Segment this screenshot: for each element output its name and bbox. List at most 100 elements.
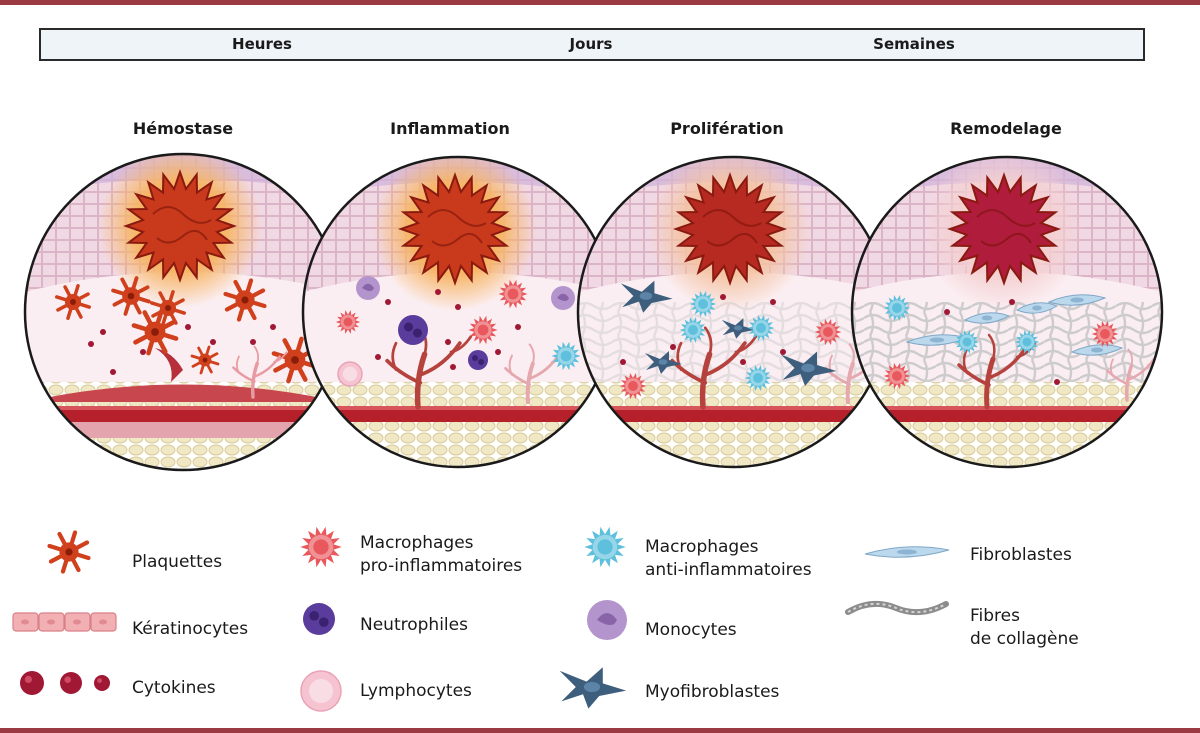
- anti-inflammatory-macrophage: [744, 364, 772, 392]
- cytokine-dot: [60, 672, 82, 694]
- anti-inflammatory-macrophage: [679, 316, 707, 344]
- capillary-branch: [232, 345, 288, 399]
- cytokine-dot: [110, 369, 116, 375]
- stage-title-remodelage: Remodelage: [950, 119, 1062, 138]
- cytokine-dot: [100, 329, 106, 335]
- myofibroblast-cell: [645, 351, 682, 374]
- legend-label-lymphocytes: Lymphocytes: [360, 681, 472, 701]
- stage-title-proliferation: Prolifération: [670, 119, 784, 138]
- cytokine-dot: [720, 294, 726, 300]
- stage-panel-4: [852, 157, 1162, 467]
- lymphocyte-cell: [337, 361, 363, 387]
- cytokine-dot: [445, 339, 451, 345]
- cytokine-dot: [670, 344, 676, 350]
- timeline-label-jours: Jours: [569, 35, 613, 53]
- clot-texture: [427, 209, 487, 247]
- fibroblast-icon: [864, 546, 950, 558]
- cytokines-icon: [20, 671, 110, 695]
- myofibroblast-cell: [620, 280, 673, 313]
- myofibroblast-icon: [559, 667, 627, 709]
- collagen-network: [578, 302, 888, 382]
- wound-clot: [672, 171, 788, 287]
- stage-panel-3: [578, 157, 888, 467]
- bottom-accent-rule: [0, 728, 1200, 733]
- pro-inflammatory-macrophage: [814, 318, 842, 346]
- lymphocyte-icon: [300, 670, 342, 712]
- anti-inflammatory-macrophage: [1014, 330, 1040, 354]
- anti-inflammatory-macrophage-icon: [584, 526, 626, 568]
- pro-inflammatory-macrophage: [883, 362, 911, 390]
- platelet-cell: [47, 530, 91, 574]
- timeline-bar: Heures Jours Semaines: [39, 28, 1145, 61]
- myofibroblast-cell: [559, 667, 627, 709]
- capillary-branch: [957, 333, 1037, 410]
- platelet-cell: [223, 278, 267, 322]
- wound-clot: [397, 171, 513, 287]
- platelet-cell: [55, 284, 91, 320]
- legend-label-macrophages-pro: Macrophages pro-inflammatoires: [360, 533, 523, 576]
- stage-panel-1: [25, 154, 341, 470]
- anti-inflammatory-macrophage: [747, 314, 775, 342]
- pro-inflammatory-macrophage: [300, 526, 342, 568]
- cytokine-dot: [385, 299, 391, 305]
- cytokine-dot: [210, 339, 216, 345]
- adipose-layer: [852, 382, 1162, 467]
- collagen-fiber-icon: [845, 600, 949, 616]
- clot-texture: [976, 209, 1036, 247]
- legend-label-fibres-collagene: Fibres de collagène: [970, 606, 1079, 649]
- pro-inflammatory-macrophage: [335, 310, 361, 334]
- stage-circle-outline: [850, 155, 1164, 469]
- timeline-label-heures: Heures: [232, 35, 292, 53]
- legend-label-plaquettes: Plaquettes: [132, 552, 223, 572]
- cytokine-dot: [1009, 299, 1015, 305]
- pro-inflammatory-macrophage-icon: [300, 526, 342, 568]
- cytokine-dot: [740, 359, 746, 365]
- platelet-cell: [111, 276, 151, 316]
- cytokine-dot: [495, 349, 501, 355]
- monocyte-cell: [551, 286, 575, 310]
- cytokine-dot: [780, 349, 786, 355]
- cytokine-dot: [140, 349, 146, 355]
- myofibroblast-cell: [781, 351, 837, 386]
- cytokine-dot: [620, 359, 626, 365]
- fibroblast-cell: [963, 312, 1011, 324]
- pro-inflammatory-macrophage: [619, 372, 647, 400]
- cytokine-dot: [88, 341, 94, 347]
- cytokine-dot: [450, 364, 456, 370]
- clot-texture: [152, 206, 212, 244]
- timeline-label-semaines: Semaines: [873, 35, 955, 53]
- fibroblast-cell: [864, 546, 950, 558]
- legend-label-monocytes: Monocytes: [645, 620, 737, 640]
- vessel-wall: [25, 422, 341, 438]
- wound-clot: [122, 168, 238, 284]
- legend-label-neutrophiles: Neutrophiles: [360, 615, 468, 635]
- legend-label-cytokines: Cytokines: [132, 678, 216, 698]
- anti-inflammatory-macrophage: [883, 294, 911, 322]
- cytokine-dot: [455, 304, 461, 310]
- pro-inflammatory-macrophage: [498, 279, 528, 309]
- blood-leak: [155, 348, 183, 382]
- anti-inflammatory-macrophage: [689, 290, 717, 318]
- clot-mound: [25, 384, 341, 402]
- cytokine-dot: [94, 675, 110, 691]
- anti-inflammatory-macrophage: [954, 330, 980, 354]
- keratinocytes-icon: [12, 612, 117, 632]
- wound-clot: [946, 171, 1062, 287]
- cytokine-dot: [185, 324, 191, 330]
- monocyte-icon: [587, 600, 627, 640]
- fibroblast-cell: [1070, 344, 1124, 356]
- cytokine-dot: [20, 671, 44, 695]
- stage-title-inflammation: Inflammation: [390, 119, 510, 138]
- lymphocyte-cell: [300, 670, 342, 712]
- legend-label-macrophages-anti: Macrophages anti-inflammatoires: [645, 537, 812, 580]
- neutrophil-cell: [468, 350, 488, 370]
- fibroblast-cell: [1047, 294, 1107, 306]
- top-accent-rule: [0, 0, 1200, 5]
- adipose-layer: [303, 382, 613, 467]
- legend-label-fibroblastes: Fibroblastes: [970, 545, 1072, 565]
- adipose-layer: [578, 382, 888, 467]
- cytokine-dot: [435, 289, 441, 295]
- adipose-layer: [25, 382, 341, 470]
- monocyte-cell: [356, 276, 380, 300]
- cytokine-dot: [375, 354, 381, 360]
